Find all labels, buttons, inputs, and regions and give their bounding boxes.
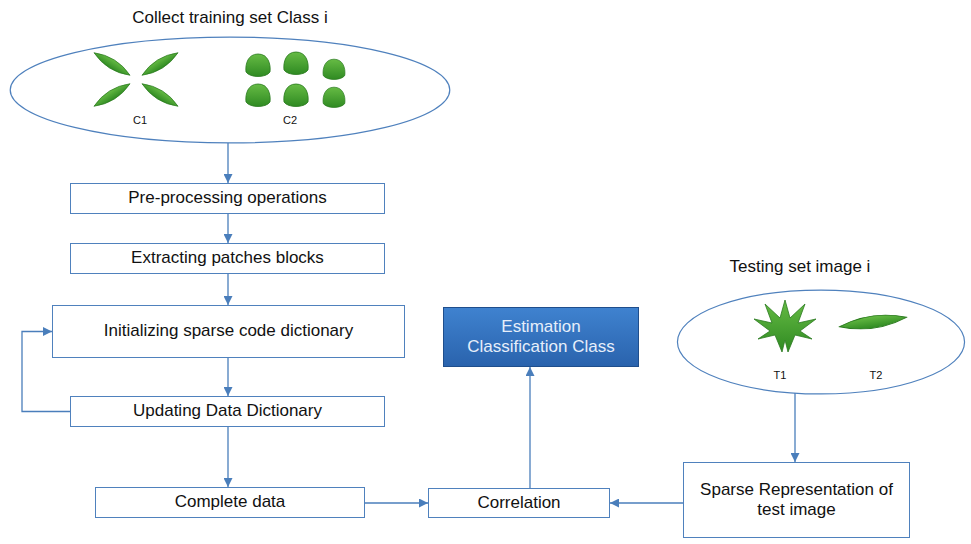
leaf-t2 — [839, 311, 908, 332]
flow-arrow — [227, 214, 228, 243]
process-box: Initializing sparse code dictionary — [52, 305, 405, 358]
process-box: Extracting patches blocks — [70, 243, 385, 274]
box-label: Correlation — [477, 493, 560, 513]
flow-arrow — [610, 502, 683, 503]
flow-arrow — [227, 143, 228, 183]
flow-arrow — [794, 393, 795, 462]
box-label: Complete data — [175, 492, 286, 512]
leaf-group-c1 — [92, 49, 181, 110]
set-heading: Collect training set Class i — [8, 8, 452, 28]
box-label: Updating Data Dictionary — [133, 401, 322, 421]
ellipse-shape — [677, 290, 964, 394]
box-label: Initializing sparse code dictionary — [104, 321, 353, 341]
ellipse-outline — [8, 36, 452, 144]
set-heading: Testing set image i — [680, 257, 920, 277]
process-box: Complete data — [95, 487, 365, 518]
leaf-t1 — [754, 300, 816, 352]
flow-arrow — [365, 502, 428, 503]
class-label: T2 — [856, 369, 896, 381]
flow-arrow — [227, 427, 228, 487]
process-box: Sparse Representation of test image — [683, 462, 910, 538]
class-label: C1 — [118, 114, 162, 126]
leaf-group-c2 — [246, 52, 345, 107]
result-box: Estimation Classification Class — [443, 307, 639, 367]
box-label: Pre-processing operations — [128, 188, 326, 208]
ellipse-outline — [676, 289, 966, 395]
class-label: C2 — [268, 114, 312, 126]
box-label: Estimation Classification Class — [454, 317, 628, 358]
flow-arrow — [529, 367, 530, 488]
box-label: Sparse Representation of test image — [694, 480, 899, 521]
process-box: Pre-processing operations — [70, 183, 385, 214]
box-label: Extracting patches blocks — [131, 248, 324, 268]
testing-set-ellipse: Testing set image i T1 T2 — [676, 255, 966, 397]
class-label: T1 — [760, 369, 800, 381]
flow-arrow — [227, 274, 228, 305]
ellipse-shape — [10, 37, 450, 143]
process-box: Correlation — [428, 488, 610, 518]
process-box: Updating Data Dictionary — [70, 396, 385, 427]
training-set-ellipse: Collect training set Class i C1 C2 — [8, 6, 452, 146]
flow-arrow — [227, 358, 228, 396]
